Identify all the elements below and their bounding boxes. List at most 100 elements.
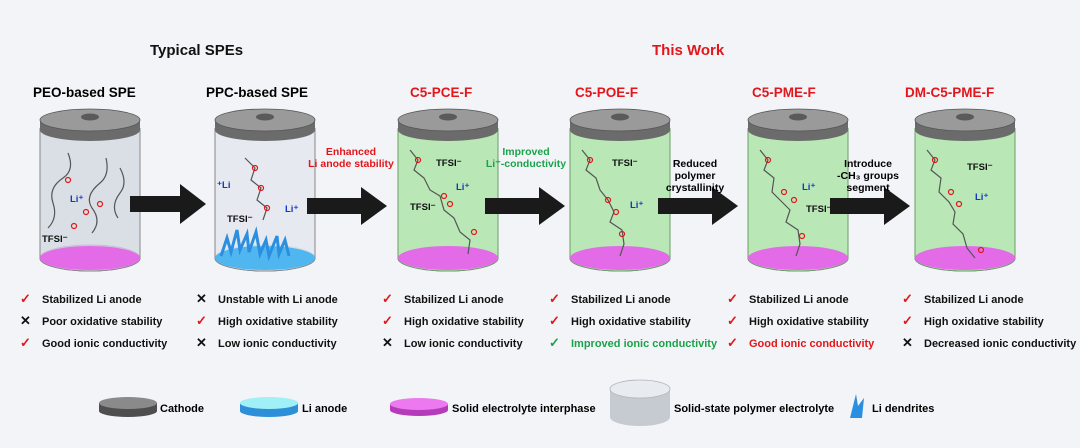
property-text: Low ionic conductivity bbox=[218, 338, 337, 350]
cell-cylinder-c5-pme-f bbox=[747, 108, 849, 272]
cell-label-c5-pme-f: C5-PME-F bbox=[752, 85, 816, 100]
check-icon: ✓ bbox=[902, 313, 913, 328]
property-item: ✕ Poor oxidative stability bbox=[20, 313, 162, 329]
property-text: Good ionic conductivity bbox=[42, 338, 168, 350]
property-item: ✓ High oxidative stability bbox=[382, 313, 524, 329]
cell-cylinder-c5-pce-f bbox=[397, 108, 499, 272]
property-item: ✓ Stabilized Li anode bbox=[727, 291, 849, 307]
check-icon: ✓ bbox=[382, 313, 393, 328]
property-item: ✕ Low ionic conductivity bbox=[196, 335, 337, 351]
check-icon: ✓ bbox=[549, 291, 560, 306]
battery-cell-ppc: ⁺Li Li⁺ TFSI⁻ bbox=[205, 108, 325, 308]
cathode-disc-icon bbox=[99, 397, 157, 417]
arrow-3 bbox=[485, 187, 565, 225]
cross-icon: ✕ bbox=[902, 335, 913, 350]
arrow-label-improved: Improved Li⁺-conductivity bbox=[485, 146, 567, 170]
electrolyte-cylinder-icon bbox=[609, 379, 671, 426]
legend-dendrite-label: Li dendrites bbox=[872, 403, 935, 415]
battery-cell-c5-pme-f: Li⁺ TFSI⁻ bbox=[738, 108, 858, 308]
property-text: Stabilized Li anode bbox=[924, 294, 1024, 306]
property-item: ✓ High oxidative stability bbox=[902, 313, 1044, 329]
tfsi-label: TFSI⁻ bbox=[612, 158, 638, 169]
property-text: Unstable with Li anode bbox=[218, 294, 338, 306]
property-text: Stabilized Li anode bbox=[749, 294, 849, 306]
property-item: ✕Decreased ionic conductivity bbox=[902, 335, 1076, 351]
check-icon: ✓ bbox=[549, 313, 560, 328]
check-icon: ✓ bbox=[20, 335, 31, 350]
check-icon: ✓ bbox=[20, 291, 31, 306]
check-icon: ✓ bbox=[727, 313, 738, 328]
cell-label-c5-pce-f: C5-PCE-F bbox=[410, 85, 473, 100]
tfsi-label: TFSI⁻ bbox=[227, 214, 253, 225]
property-text: High oxidative stability bbox=[404, 316, 524, 328]
cell-label-ppc: PPC-based SPE bbox=[206, 85, 309, 100]
property-item: ✕Low ionic conductivity bbox=[382, 335, 523, 351]
li-anode-disc-icon bbox=[240, 397, 298, 417]
cross-icon: ✕ bbox=[196, 335, 207, 350]
cross-icon: ✕ bbox=[196, 291, 207, 306]
battery-cell-c5-poe-f: TFSI⁻ Li⁺ bbox=[560, 108, 680, 308]
li-ion-label: Li⁺ bbox=[285, 204, 299, 215]
li-ion-label: Li⁺ bbox=[630, 200, 644, 211]
header-typical-spes: Typical SPEs bbox=[150, 42, 244, 59]
property-item: ✓ Improved ionic conductivity bbox=[549, 335, 717, 351]
property-text: Stabilized Li anode bbox=[404, 294, 504, 306]
legend-electrolyte-label: Solid-state polymer electrolyte bbox=[674, 403, 835, 415]
sei-disc-icon bbox=[390, 398, 448, 416]
tfsi-label: TFSI⁻ bbox=[410, 202, 436, 213]
property-item: ✓Stabilized Li anode bbox=[549, 291, 671, 307]
arrow-4 bbox=[658, 187, 738, 225]
legend-li-anode-label: Li anode bbox=[302, 403, 348, 415]
battery-cell-c5-pce-f: TFSI⁻ Li⁺ TFSI⁻ bbox=[388, 108, 508, 308]
property-item: ✓ High oxidative stability bbox=[196, 313, 338, 329]
check-icon: ✓ bbox=[727, 335, 738, 350]
cell-label-dm-c5-pme-f: DM-C5-PME-F bbox=[905, 85, 995, 100]
arrow-1 bbox=[130, 184, 206, 224]
tfsi-label: TFSI⁻ bbox=[42, 234, 68, 245]
property-text: Good ionic conductivity bbox=[749, 338, 875, 350]
li-dendrite-icon bbox=[850, 394, 864, 418]
property-item: ✓ Stabilized Li anode bbox=[902, 291, 1024, 307]
property-text: High oxidative stability bbox=[924, 316, 1044, 328]
battery-cell-peo: Li⁺ TFSI⁻ bbox=[30, 108, 150, 308]
check-icon: ✓ bbox=[382, 291, 393, 306]
cross-icon: ✕ bbox=[20, 313, 31, 328]
check-icon: ✓ bbox=[727, 291, 738, 306]
property-item: ✓ High oxidative stability bbox=[549, 313, 691, 329]
arrow-label-reduced: Reduced polymer crystallinity bbox=[665, 158, 725, 194]
li-ion-label: Li⁺ bbox=[70, 194, 84, 205]
header-this-work: This Work bbox=[652, 42, 725, 59]
property-item: ✓ High oxidative stability bbox=[727, 313, 869, 329]
cell-cylinder-c5-poe-f bbox=[569, 108, 671, 272]
cell-label-peo: PEO-based SPE bbox=[33, 85, 136, 100]
check-icon: ✓ bbox=[196, 313, 207, 328]
property-text: High oxidative stability bbox=[571, 316, 691, 328]
property-text: Improved ionic conductivity bbox=[571, 338, 718, 350]
tfsi-label: TFSI⁻ bbox=[436, 158, 462, 169]
cell-label-c5-poe-f: C5-POE-F bbox=[575, 85, 639, 100]
arrow-label-enhanced: Enhanced Li anode stability bbox=[308, 146, 394, 170]
property-item: ✓Stabilized Li anode bbox=[20, 291, 142, 307]
li-ion-label: Li⁺ bbox=[975, 192, 989, 203]
tfsi-label: TFSI⁻ bbox=[967, 162, 993, 173]
cell-cylinder-ppc bbox=[214, 108, 316, 272]
li-ion-label: ⁺Li bbox=[217, 180, 231, 191]
property-text: High oxidative stability bbox=[218, 316, 338, 328]
tfsi-label: TFSI⁻ bbox=[806, 204, 832, 215]
property-text: Poor oxidative stability bbox=[42, 316, 163, 328]
cell-cylinder-dm-c5-pme-f bbox=[914, 108, 1016, 272]
li-ion-label: Li⁺ bbox=[802, 182, 816, 193]
cross-icon: ✕ bbox=[382, 335, 393, 350]
property-item: ✓ Good ionic conductivity bbox=[20, 335, 167, 351]
legend-sei-label: Solid electrolyte interphase bbox=[452, 403, 596, 415]
property-item: ✓ Stabilized Li anode bbox=[382, 291, 504, 307]
check-icon: ✓ bbox=[549, 335, 560, 350]
arrow-2 bbox=[307, 187, 387, 225]
arrow-5 bbox=[830, 187, 910, 225]
cell-cylinder-peo bbox=[39, 108, 141, 272]
check-icon: ✓ bbox=[902, 291, 913, 306]
legend-cathode-label: Cathode bbox=[160, 403, 204, 415]
li-ion-label: Li⁺ bbox=[456, 182, 470, 193]
property-text: High oxidative stability bbox=[749, 316, 869, 328]
property-item: ✕ Unstable with Li anode bbox=[196, 291, 338, 307]
